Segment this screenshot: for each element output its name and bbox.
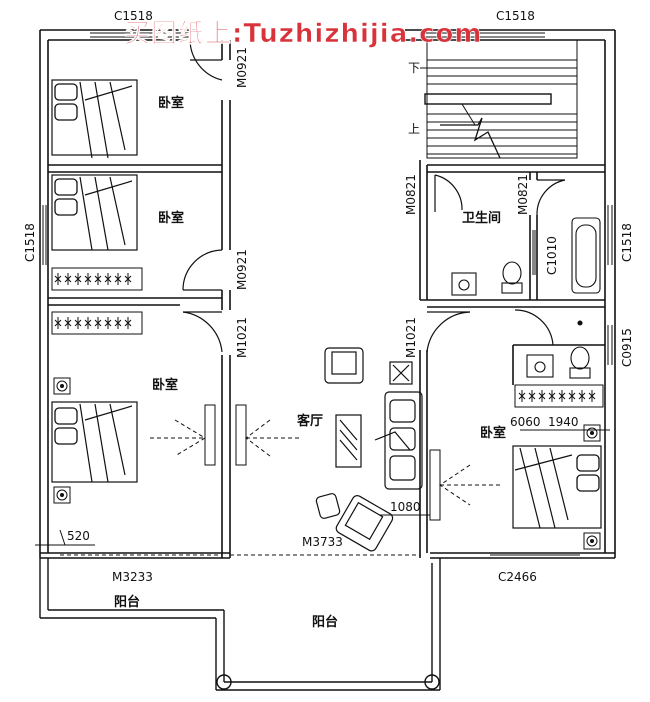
- bed-bedroom-2: [51, 174, 138, 251]
- dimension-520: 520: [67, 529, 90, 543]
- dimension-labels: 520 1080 6060 1940: [67, 415, 579, 543]
- stair-up-label: 上: [408, 122, 420, 136]
- bedroom-1-label: 卧室: [158, 95, 184, 111]
- bath-fixtures: [451, 217, 601, 379]
- walls: [39, 29, 616, 559]
- window-code-right-ensuite: C0915: [620, 328, 634, 367]
- watermark-text: 买图纸上:Tuzhizhijia.com: [124, 18, 483, 49]
- bed-bedroom-4: [512, 445, 602, 529]
- light-fixtures: [150, 404, 500, 521]
- door-code-bedroom-2: M0921: [235, 249, 249, 290]
- stair-down-label: 下: [408, 61, 420, 75]
- bedroom-2-label: 卧室: [158, 210, 184, 226]
- window-code-bath-inner: C1010: [545, 236, 559, 275]
- dimension-1080: 1080: [390, 500, 421, 514]
- bedroom-4-label: 卧室: [480, 425, 506, 441]
- window-code-top-left: C1518: [114, 9, 153, 23]
- dimension-marks: [35, 429, 610, 546]
- window-code-right-bath: C1518: [620, 223, 634, 262]
- door-code-bedroom-1: M0921: [235, 47, 249, 88]
- living-room-label: 客厅: [297, 413, 323, 429]
- staircase: [420, 39, 578, 159]
- window-code-bottom-right: C2466: [498, 570, 537, 584]
- balcony-main-label: 阳台: [312, 614, 338, 630]
- bedroom-3-label: 卧室: [152, 377, 178, 393]
- dimension-1940: 1940: [548, 415, 579, 429]
- bed-bedroom-3: [51, 401, 138, 483]
- living-furniture: [315, 347, 423, 552]
- door-code-bath-b: M0821: [516, 174, 530, 215]
- balcony-left-label: 阳台: [114, 594, 140, 610]
- lamps: [53, 377, 601, 550]
- door-code-balcony-main: M3733: [302, 535, 343, 549]
- balcony-outline: [39, 558, 441, 691]
- window-code-top-right: C1518: [496, 9, 535, 23]
- door-code-bath-a: M0821: [404, 174, 418, 215]
- door-code-bedroom-4: M1021: [404, 317, 418, 358]
- bathroom-label: 卫生间: [462, 210, 501, 226]
- dimension-6060: 6060: [510, 415, 541, 429]
- door-code-bedroom-3: M1021: [235, 317, 249, 358]
- wardrobe-marks: [51, 267, 604, 408]
- room-labels: 卧室 卧室 卧室 卧室 卫生间 客厅 阳台 阳台: [114, 95, 506, 630]
- window-codes: C1518 C1518 C1518 C1518 C1010 C0915 C246…: [23, 9, 634, 584]
- door-codes: M0921 M0921 M1021 M1021 M0821 M0821 M323…: [112, 47, 530, 584]
- door-code-balcony-left: M3233: [112, 570, 153, 584]
- bed-bedroom-1: [51, 79, 138, 159]
- window-marks: [42, 32, 613, 556]
- door-swings: [182, 39, 566, 353]
- window-code-left-mid: C1518: [23, 223, 37, 262]
- stair-labels: 下 上: [408, 61, 420, 136]
